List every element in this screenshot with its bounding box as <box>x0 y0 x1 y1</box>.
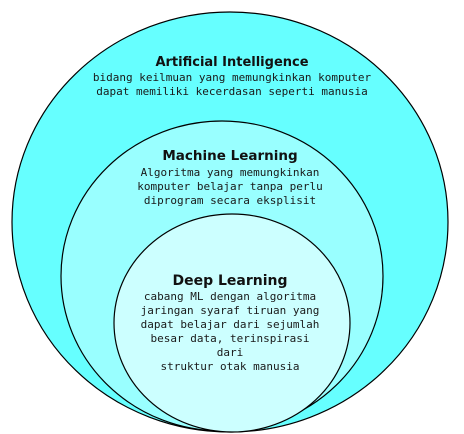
dl-label-group: Deep Learning cabang ML dengan algoritma… <box>140 272 320 374</box>
ai-title: Artificial Intelligence <box>155 55 309 70</box>
ai-desc-line-2: dapat memiliki kecerdasan seperti manusi… <box>96 85 368 98</box>
dl-desc-line-1: cabang ML dengan algoritma <box>143 290 317 303</box>
ml-desc-line-1: Algoritma yang memungkinkan <box>140 166 320 179</box>
ai-desc-line-1: bidang keilmuan yang memungkinkan komput… <box>92 71 372 84</box>
ml-label-group: Machine Learning Algoritma yang memungki… <box>120 147 340 208</box>
dl-desc-line-5: struktur otak manusia <box>160 360 300 373</box>
ml-desc-line-2: komputer belajar tanpa perlu <box>137 180 323 193</box>
dl-desc-line-4: besar data, terinspirasi dari <box>150 332 310 359</box>
dl-circle <box>113 213 351 433</box>
dl-desc-line-2: jaringan syaraf tiruan yang <box>140 304 320 317</box>
ml-desc-line-3: diprogram secara eksplisit <box>143 194 317 207</box>
ai-label-group: Artificial Intelligence bidang keilmuan … <box>60 54 404 99</box>
ml-title: Machine Learning <box>162 148 298 164</box>
dl-title: Deep Learning <box>172 273 288 289</box>
dl-desc-line-3: dapat belajar dari sejumlah <box>140 318 320 331</box>
